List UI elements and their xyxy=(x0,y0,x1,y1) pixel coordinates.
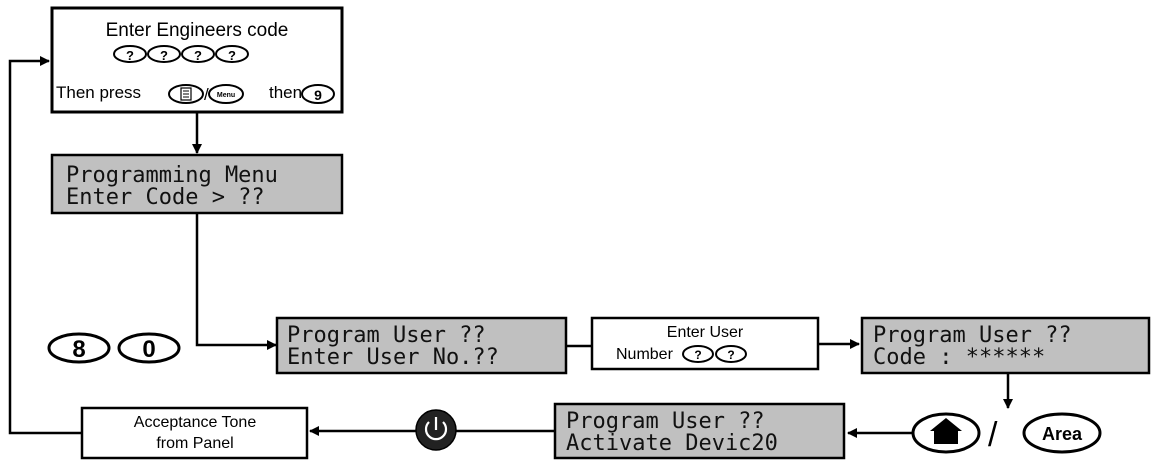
flow-arrow-menu-to-program-user xyxy=(195,213,277,350)
key-8[interactable]: 8 xyxy=(47,332,111,364)
svg-text:?: ? xyxy=(160,48,168,63)
then-label: then xyxy=(269,83,302,102)
lcd-line-2: Code : ****** xyxy=(873,345,1045,370)
engineer-code-title: Enter Engineers code xyxy=(106,20,289,41)
list-key-icon[interactable] xyxy=(168,84,204,104)
svg-text:?: ? xyxy=(727,348,734,362)
svg-text:0: 0 xyxy=(142,336,155,363)
lcd-line-1: Programming Menu xyxy=(66,163,278,188)
lcd-activate-device: Program User ?? Activate Devic20 xyxy=(553,402,846,460)
enter-user-number-box: Enter User Number ? ? xyxy=(590,316,820,371)
power-key[interactable] xyxy=(415,409,457,451)
lcd-line-2: Enter Code > ?? xyxy=(66,185,265,210)
svg-text:?: ? xyxy=(194,48,202,63)
enter-user-label: Enter User xyxy=(667,324,744,341)
lcd-line-1: Program User ?? xyxy=(873,323,1072,348)
svg-text:?: ? xyxy=(694,348,701,362)
nine-key[interactable]: 9 xyxy=(301,84,335,104)
user-number-key-2[interactable]: ? xyxy=(715,345,747,363)
flow-arrow-loop-back xyxy=(8,56,82,435)
svg-text:8: 8 xyxy=(72,336,85,363)
area-key[interactable]: Area xyxy=(1022,412,1102,454)
key-0[interactable]: 0 xyxy=(117,332,181,364)
lcd-line-1: Program User ?? xyxy=(287,323,486,348)
code-key-2[interactable]: ? xyxy=(147,45,181,63)
menu-key[interactable]: Menu xyxy=(208,84,244,104)
svg-text:?: ? xyxy=(228,48,236,63)
lcd-line-1: Program User ?? xyxy=(566,409,765,434)
code-key-3[interactable]: ? xyxy=(181,45,215,63)
slash-separator: / xyxy=(204,85,209,104)
lcd-program-user-number: Program User ?? Enter User No.?? xyxy=(275,316,568,375)
slash-separator: / xyxy=(988,416,998,454)
lcd-line-2: Enter User No.?? xyxy=(287,345,499,370)
lcd-program-user-code: Program User ?? Code : ****** xyxy=(860,316,1151,375)
svg-text:Menu: Menu xyxy=(217,92,235,99)
code-key-1[interactable]: ? xyxy=(113,45,147,63)
then-press-label: Then press xyxy=(56,83,141,102)
number-label: Number xyxy=(616,346,674,363)
lcd-programming-menu: Programming Menu Enter Code > ?? xyxy=(50,153,344,215)
acceptance-line-1: Acceptance Tone xyxy=(134,414,257,431)
home-icon xyxy=(930,418,962,444)
user-number-key-1[interactable]: ? xyxy=(682,345,714,363)
acceptance-tone-box: Acceptance Tone from Panel xyxy=(80,406,309,460)
code-key-4[interactable]: ? xyxy=(215,45,249,63)
acceptance-line-2: from Panel xyxy=(156,435,233,452)
lcd-line-2: Activate Devic20 xyxy=(566,431,778,456)
engineer-code-box: Enter Engineers code ? ? ? ? Then press … xyxy=(50,6,344,114)
svg-text:Area: Area xyxy=(1042,424,1083,444)
power-icon xyxy=(424,417,448,441)
svg-text:9: 9 xyxy=(314,87,322,103)
home-key[interactable] xyxy=(911,412,981,454)
svg-text:?: ? xyxy=(126,48,134,63)
